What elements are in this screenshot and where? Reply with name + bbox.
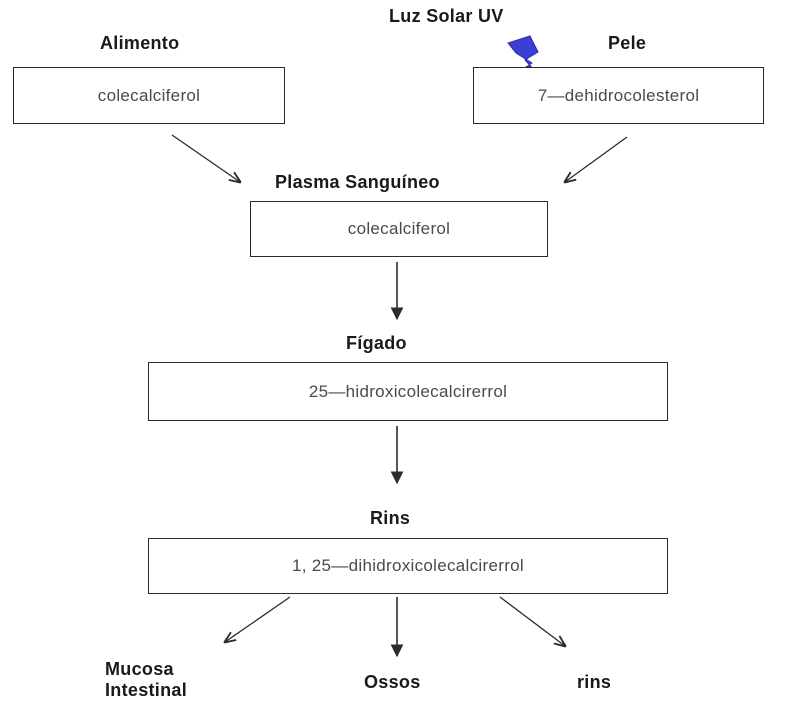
target-mucosa-line2: Intestinal <box>105 680 188 700</box>
label-kidneys: Rins <box>370 508 411 528</box>
target-kidneys: rins <box>577 672 612 692</box>
target-mucosa: Mucosa Intestinal <box>105 659 187 701</box>
label-uv-light: Luz Solar UV <box>389 6 504 26</box>
target-mucosa-line1: Mucosa <box>105 659 174 679</box>
box-plasma-text: colecalciferol <box>347 219 451 238</box>
label-skin: Pele <box>608 33 647 53</box>
box-liver-text: 25—hidroxicolecalcirerrol <box>308 381 508 401</box>
arrow-skin-to-plasma <box>565 136 628 182</box>
box-skin: 7—dehidrocolesterol <box>473 67 764 124</box>
label-food: Alimento <box>100 33 180 53</box>
box-kidneys-text: 1, 25—dihidroxicolecalcirerrol <box>292 556 524 575</box>
box-kidneys: 1, 25—dihidroxicolecalcirerrol <box>148 538 668 594</box>
label-liver: Fígado <box>346 333 407 353</box>
arrow-kidneys-to-mucosa <box>225 596 291 642</box>
box-skin-text: 7—dehidrocolesterol <box>537 85 700 105</box>
box-food-text: colecalciferol <box>97 85 201 105</box>
label-plasma: Plasma Sanguíneo <box>275 172 440 192</box>
box-liver: 25—hidroxicolecalcirerrol <box>148 362 668 421</box>
arrow-kidneys-to-rins <box>499 596 565 646</box>
box-plasma: colecalciferol <box>250 201 548 257</box>
arrow-food-to-plasma <box>171 134 240 182</box>
target-bones: Ossos <box>364 672 421 692</box>
box-food: colecalciferol <box>13 67 285 124</box>
